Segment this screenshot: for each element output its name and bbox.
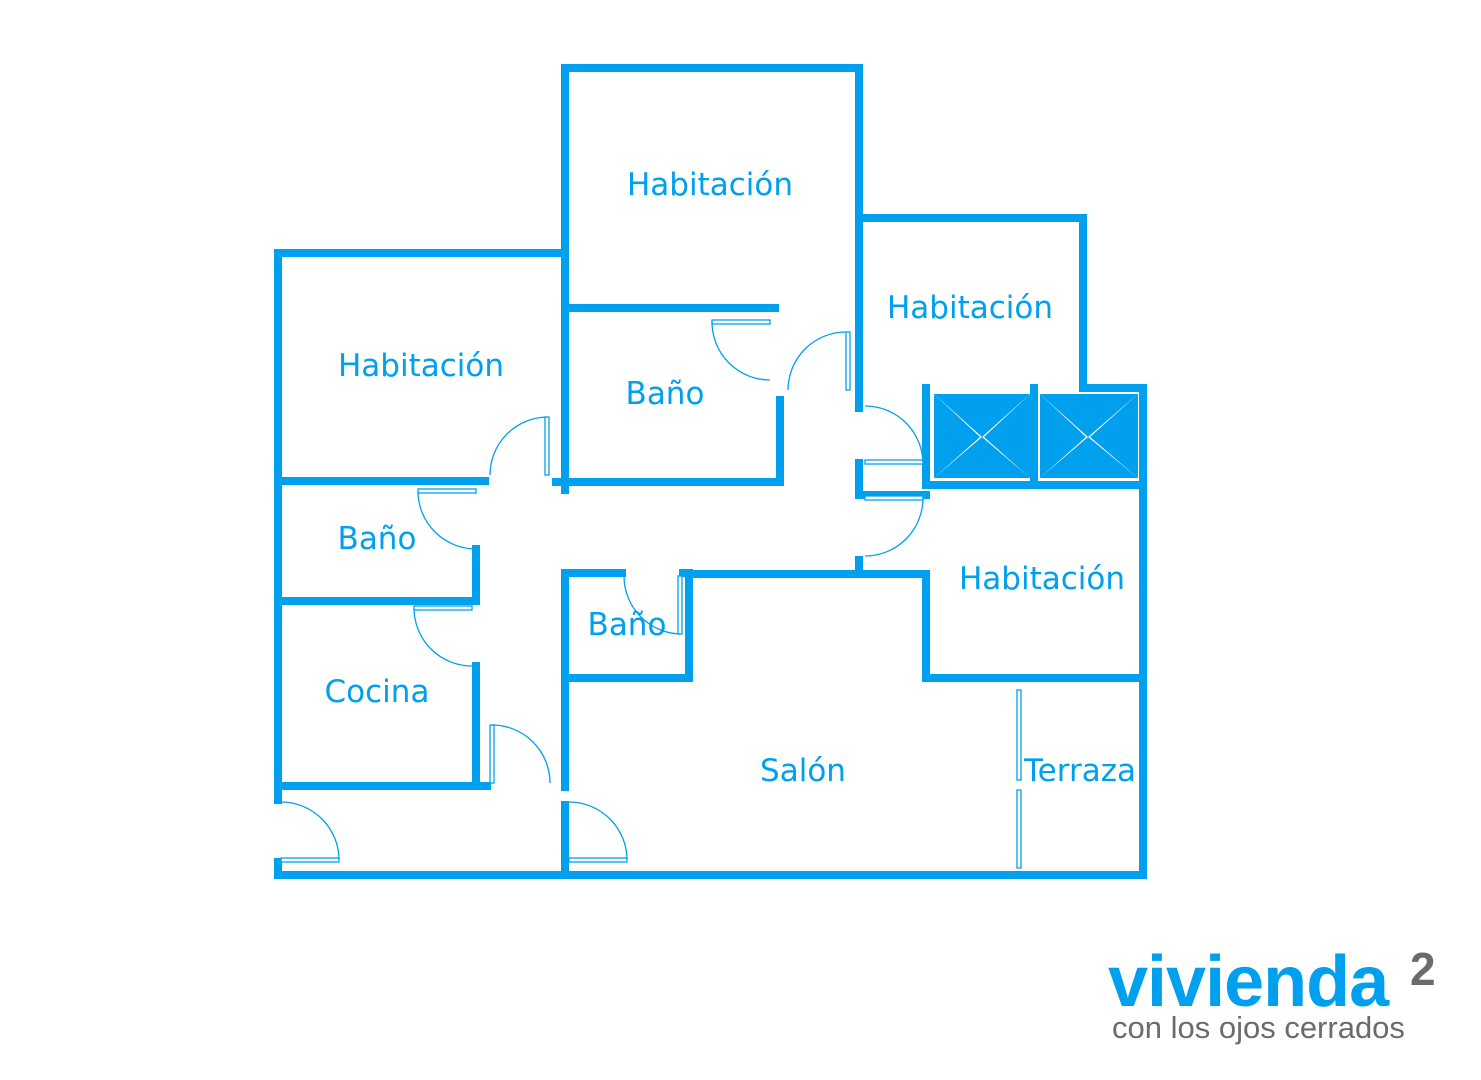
walls	[274, 64, 1147, 879]
room-label-bedroom-left: Habitación	[338, 348, 504, 384]
brand-tagline: con los ojos cerrados	[1112, 1010, 1405, 1045]
doors	[280, 319, 1022, 869]
room-label-bath-small: Baño	[588, 607, 667, 643]
brand-name: vivienda	[1108, 942, 1389, 1022]
room-label-living: Salón	[760, 753, 846, 789]
room-label-bath-center: Baño	[626, 376, 705, 412]
room-label-terrace: Terraza	[1023, 753, 1136, 789]
room-label-bath-left: Baño	[338, 521, 417, 557]
brand-logo: vivienda 2 con los ojos cerrados	[1108, 942, 1458, 1052]
room-label-kitchen: Cocina	[325, 674, 430, 710]
brand-superscript: 2	[1410, 943, 1436, 995]
room-label-bedroom-top: Habitación	[627, 167, 793, 203]
ventilation-shafts	[922, 384, 1147, 489]
room-label-bedroom-right-top: Habitación	[887, 290, 1053, 326]
room-label-bedroom-right: Habitación	[959, 561, 1125, 597]
